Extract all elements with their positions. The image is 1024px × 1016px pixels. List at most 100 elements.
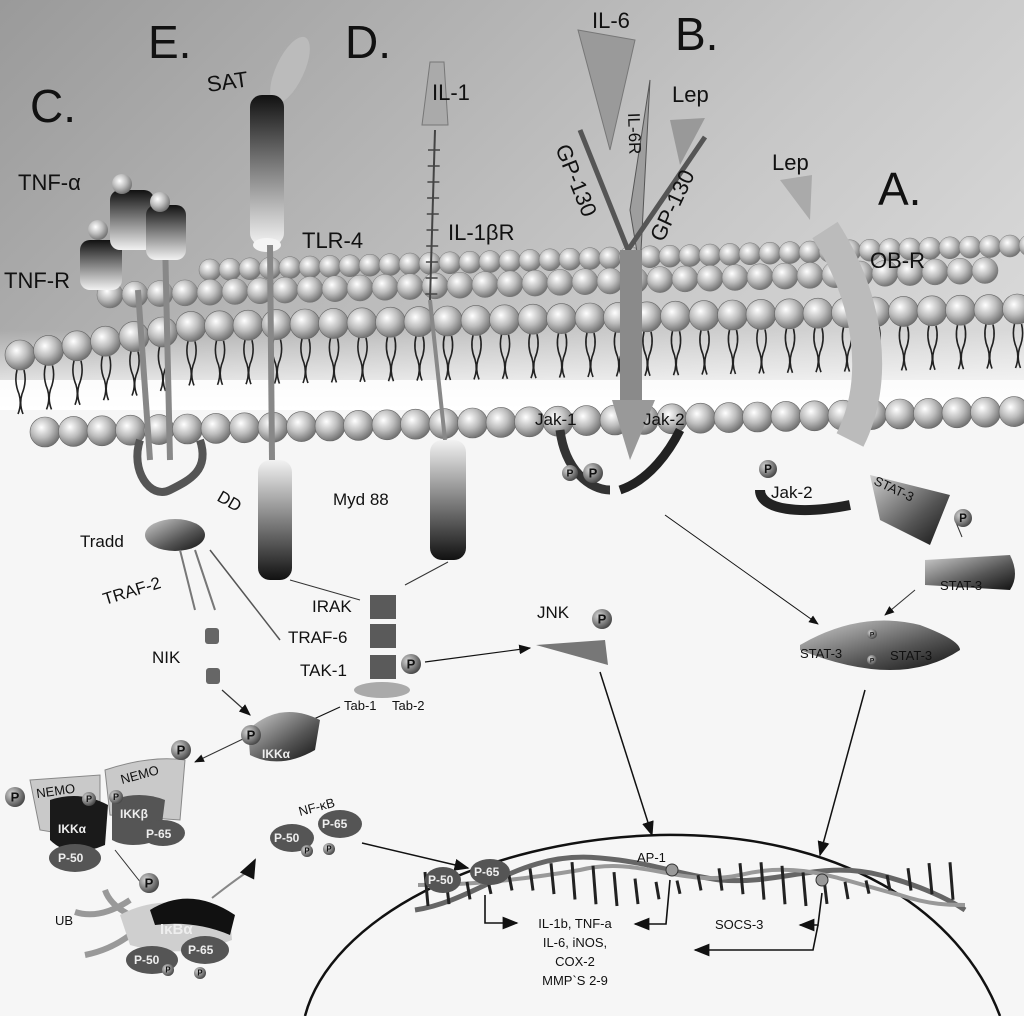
lipid-head	[346, 307, 378, 339]
label-dna-p50: P-50	[428, 873, 454, 887]
lipid-tail	[670, 331, 682, 376]
label-ikka-complex: IKKα	[58, 822, 87, 836]
phosphate-icon: P	[109, 790, 123, 804]
lipid-tail	[300, 338, 311, 384]
phosphate-circle	[867, 629, 877, 639]
lipid-tail	[927, 325, 938, 371]
lipid-tail	[898, 326, 910, 371]
phosphate-icon: P	[194, 967, 206, 979]
panel-label-c: C.	[30, 80, 76, 132]
phosphate-label: P	[567, 469, 574, 480]
dna-base-pair	[780, 865, 787, 905]
lipid-head	[371, 274, 399, 301]
nuclear-envelope	[303, 833, 1002, 1016]
lipid-head	[678, 244, 702, 267]
label-ikkb-complex: IKKβ	[120, 807, 148, 821]
label-jnk: JNK	[537, 603, 570, 622]
lipid-head	[771, 262, 799, 290]
lipid-head	[998, 234, 1022, 258]
lipid-head	[278, 256, 302, 279]
label-p65-complex: P-65	[146, 827, 172, 841]
phosphate-circle	[562, 465, 578, 481]
phosphate-circle	[139, 873, 159, 893]
lipid-head	[671, 265, 699, 293]
lipid-head	[438, 251, 462, 275]
panel-label-b: B.	[675, 8, 718, 60]
label-nemo-left: NEMO	[35, 781, 76, 801]
label-tnf-alpha: TNF-α	[18, 170, 81, 195]
ikk-complex	[29, 758, 186, 872]
phosphate-label: P	[764, 463, 772, 476]
label-stat3-dimer-right: STAT-3	[890, 648, 932, 663]
dna-base-pair	[864, 880, 871, 895]
lipid-head	[713, 402, 745, 433]
lipid-head	[660, 300, 691, 332]
gene-list-line-4: MMP`S 2-9	[542, 973, 608, 988]
lipid-tail	[727, 329, 739, 375]
phosphate-icon: P	[954, 509, 972, 527]
phosphate-icon: P	[401, 654, 421, 674]
lipid-tail	[955, 325, 967, 370]
jak2-kinase-b	[618, 427, 685, 495]
lipid-head	[318, 308, 349, 339]
dna-base-pair	[570, 862, 577, 900]
phosphate-circle	[401, 654, 421, 674]
lipid-tail	[442, 335, 454, 381]
phosphate-icon: P	[171, 740, 191, 760]
il1-ligand	[421, 61, 449, 126]
lipid-head	[941, 397, 973, 429]
gp130-right	[625, 135, 708, 252]
nik-protein	[205, 628, 219, 644]
lipid-head	[286, 411, 317, 442]
lipid-head	[432, 305, 463, 337]
lipid-head	[346, 274, 374, 302]
label-nfkb-p50: P-50	[274, 831, 300, 845]
phosphate-label: P	[407, 657, 416, 672]
lipid-head	[375, 306, 406, 338]
dna-base-pair	[696, 874, 703, 891]
dna-base-pair	[549, 863, 556, 895]
label-nfkb-p65: P-65	[322, 817, 348, 831]
lipid-head	[458, 250, 482, 274]
lipid-head	[400, 408, 431, 440]
label-ikba: IκBα	[160, 921, 193, 938]
label-tak1: TAK-1	[300, 661, 347, 680]
lipid-head	[558, 247, 582, 271]
gene-list-line-3: COX-2	[555, 954, 595, 969]
lipid-head	[774, 298, 805, 330]
lipid-tail	[585, 332, 596, 378]
label-tlr4: TLR-4	[302, 228, 363, 253]
phosphate-circle	[82, 792, 96, 806]
lipid-head	[718, 243, 742, 266]
lipid-head	[921, 258, 949, 286]
tlr4-receptor	[250, 95, 292, 580]
sat-ligand	[270, 36, 310, 104]
label-dna-p65: P-65	[474, 865, 500, 879]
dna-base-pair	[738, 863, 745, 895]
phosphate-icon: P	[301, 845, 313, 857]
lipid-tail	[784, 328, 796, 374]
gene-list-line-2: IL-6, iNOS,	[543, 935, 607, 950]
dna-base-pair	[612, 872, 619, 907]
lipid-tail	[528, 334, 539, 379]
lipid-tail	[756, 329, 767, 374]
lipid-head	[321, 275, 349, 302]
phosphate-circle	[109, 790, 123, 804]
gene-list-line-1: IL-1b, TNF-a	[538, 916, 612, 931]
lipid-head	[478, 250, 502, 273]
phosphate-label: P	[870, 657, 875, 664]
lipid-head	[778, 241, 802, 264]
label-ikba-p50: P-50	[134, 953, 160, 967]
lipid-head	[973, 294, 1005, 325]
lipid-tail	[214, 340, 226, 386]
lipid-head	[358, 253, 382, 277]
phosphate-circle	[759, 460, 777, 478]
phosphate-label: P	[145, 876, 154, 891]
lipid-tail	[15, 369, 26, 415]
lipid-head	[884, 398, 916, 430]
dna-base-pair	[465, 881, 472, 900]
obr-receptor	[812, 221, 883, 447]
phosphate-label: P	[326, 845, 331, 854]
lipid-head	[721, 264, 749, 291]
